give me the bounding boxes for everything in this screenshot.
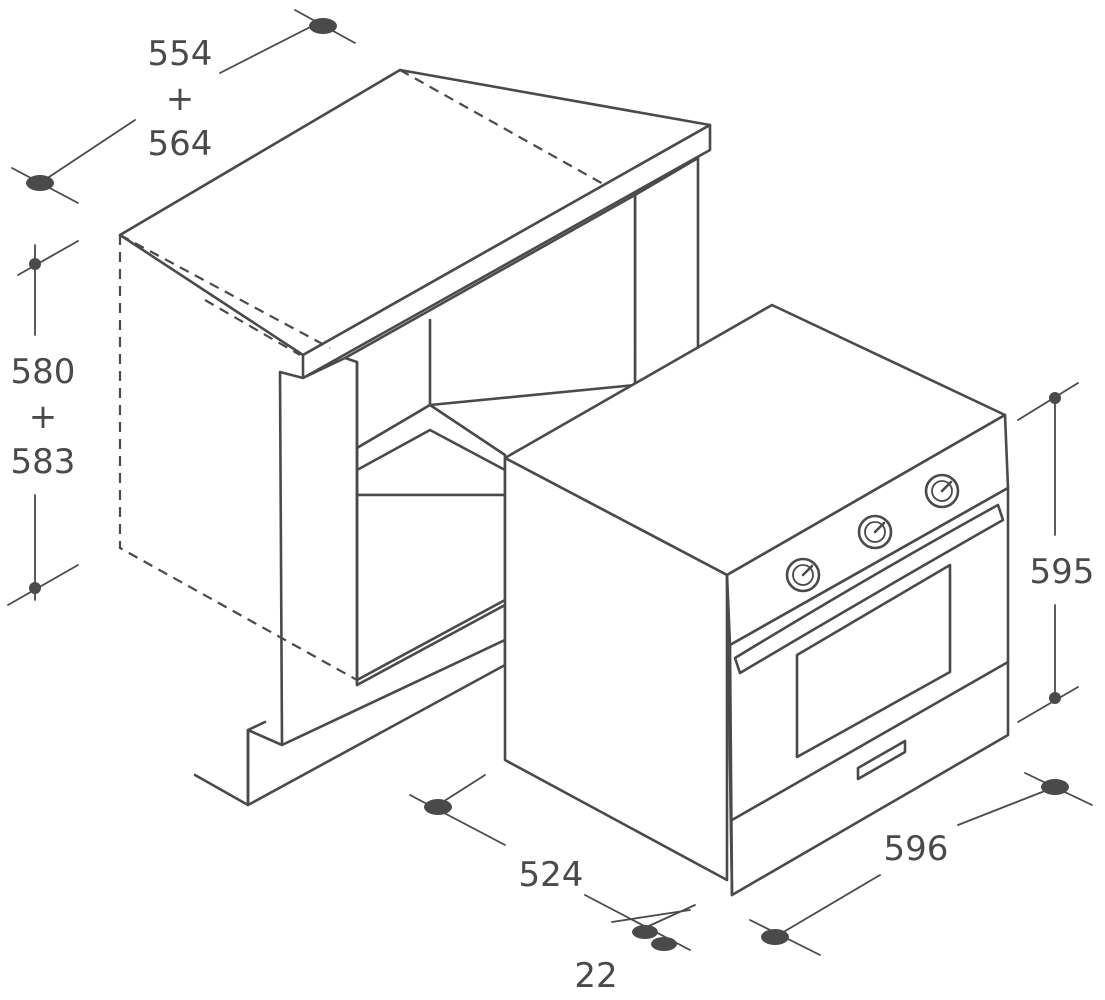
oven-badge xyxy=(856,739,907,781)
cabinet xyxy=(118,68,712,807)
oven xyxy=(503,303,1010,897)
cabinet-side-right xyxy=(633,156,700,387)
knob-middle-icon xyxy=(857,514,893,550)
cutout-outline-left xyxy=(118,235,358,681)
label-cutout-height-plus: + xyxy=(29,397,58,437)
dim-arrow-dot xyxy=(26,175,54,191)
oven-window xyxy=(795,563,952,759)
label-cutout-depth-plus: + xyxy=(166,79,195,119)
dim-line-cutout-depth-upper xyxy=(219,21,321,74)
knob-left-icon xyxy=(785,557,821,593)
oven-handle xyxy=(733,503,1005,675)
countertop-edge xyxy=(301,123,712,380)
dim-line-oven-width-upper xyxy=(957,786,1056,826)
label-oven-height: 595 xyxy=(1030,552,1095,592)
dimension-labels: 554 + 564 580 + 583 595 596 524 22 xyxy=(11,34,1095,996)
label-front-panel-depth: 22 xyxy=(574,956,617,996)
label-cutout-height-2: 583 xyxy=(11,442,76,482)
dimension-lines xyxy=(7,9,1093,956)
dim-arrow-dot xyxy=(309,18,337,34)
label-cutout-depth-1: 554 xyxy=(148,34,213,74)
label-cutout-height-1: 580 xyxy=(11,352,76,392)
dim-line-oven-width-lower xyxy=(774,874,881,938)
dim-line-cutout-depth-lower xyxy=(39,119,136,184)
label-oven-depth: 524 xyxy=(519,855,584,895)
knob-right-icon xyxy=(924,473,960,509)
dim-line-oven-depth-upper xyxy=(409,794,506,846)
label-cutout-depth-2: 564 xyxy=(148,124,213,164)
label-oven-width: 596 xyxy=(884,829,949,869)
cutout-outline-top xyxy=(119,234,331,349)
cutout-outline-back xyxy=(399,69,606,186)
oven-side xyxy=(503,456,729,882)
oven-bottom-strip xyxy=(730,660,1010,822)
